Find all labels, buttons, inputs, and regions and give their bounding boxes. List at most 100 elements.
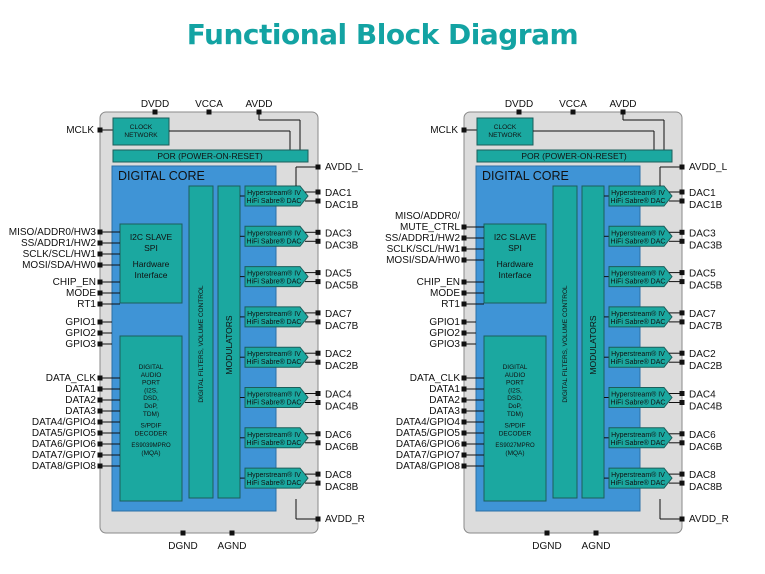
pin-marker xyxy=(679,189,685,195)
dac-label: Hyperstream® IV xyxy=(247,270,301,278)
audio-port-label: (I2S, xyxy=(508,387,522,394)
pin-label-left: DATA2 xyxy=(429,395,460,406)
pin-label-dac: DAC2 xyxy=(689,349,716,360)
pin-label-left: RT1 xyxy=(77,299,96,310)
pin-label-dac: DAC2 xyxy=(325,349,352,360)
pin-label-left: DATA2 xyxy=(65,395,96,406)
pin-label-left: MISO/ADDR0/HW3 xyxy=(9,227,97,238)
i2c-spi-label: Interface xyxy=(498,270,531,280)
dac-label: HiFi Sabre® DAC xyxy=(247,399,302,407)
dac-label: HiFi Sabre® DAC xyxy=(247,278,302,286)
pin-label-dac: DAC5B xyxy=(689,281,723,292)
pin-marker xyxy=(315,319,321,325)
modulators-block xyxy=(217,185,241,499)
pin-marker xyxy=(679,229,685,235)
pin-label-dac: DAC3B xyxy=(325,240,359,251)
pin-label-dac: DAC7B xyxy=(325,321,359,332)
pin-label-left: DATA6/GPIO6 xyxy=(32,439,97,450)
por-label: POR (POWER-ON-RESET) xyxy=(521,151,626,161)
dac-block xyxy=(608,225,673,247)
pin-marker xyxy=(516,109,522,115)
i2c-spi-label: Hardware xyxy=(497,259,534,269)
pin-label-left: DATA_CLK xyxy=(410,373,461,384)
pin-label-dac: DAC6B xyxy=(325,442,359,453)
pin-marker xyxy=(679,391,685,396)
dac-block xyxy=(244,467,309,489)
pin-label-left: MISO/ADDR0/ xyxy=(395,211,460,222)
pin-label-left: GPIO2 xyxy=(429,328,460,339)
pin-label-dac: DAC3B xyxy=(689,240,723,251)
audio-port-block xyxy=(483,335,547,502)
pin-label-dac: DAC7 xyxy=(325,309,352,320)
audio-port-label: DoP, xyxy=(508,403,522,410)
audio-port-label: ES9027MPRO xyxy=(495,443,535,449)
dac-block xyxy=(244,185,309,207)
dac-label: HiFi Sabre® DAC xyxy=(611,439,666,447)
pin-label-left: DATA3 xyxy=(429,406,460,417)
pin-label-left: DATA8/GPIO8 xyxy=(32,461,97,472)
pin-label-top: DVDD xyxy=(505,99,533,110)
pin-label-left: DATA5/GPIO5 xyxy=(396,428,461,439)
i2c-spi-label: I2C SLAVE xyxy=(130,232,173,242)
pin-label-left: SCLK/SCL/HW1 xyxy=(23,249,97,260)
pin-label-dac: DAC6 xyxy=(325,430,352,441)
dac-label: Hyperstream® IV xyxy=(611,229,665,237)
audio-port-label: (MQA) xyxy=(505,450,524,457)
pin-label-dac: DAC8B xyxy=(689,482,723,493)
dac-label: Hyperstream® IV xyxy=(247,431,301,439)
pin-marker xyxy=(679,400,685,405)
audio-port-label: ES9039MPRO xyxy=(131,443,171,449)
pin-label-dac: DAC8 xyxy=(325,470,352,481)
pin-marker xyxy=(593,530,599,536)
audio-port-label: DSD, xyxy=(143,395,159,402)
pin-marker xyxy=(315,270,321,276)
dac-label: HiFi Sabre® DAC xyxy=(247,237,302,245)
pin-marker xyxy=(315,238,321,244)
pin-label-dac: DAC3 xyxy=(689,228,716,239)
audio-port-label: (I2S, xyxy=(144,387,158,394)
pin-label-top: DVDD xyxy=(141,99,169,110)
pin-label-left: DATA4/GPIO4 xyxy=(32,417,97,428)
pin-label-left: RT1 xyxy=(441,299,460,310)
audio-port-label: DSD, xyxy=(507,395,523,402)
i2c-spi-block xyxy=(483,223,547,304)
i2c-spi-label: Interface xyxy=(134,270,167,280)
pin-label-dac: DAC6B xyxy=(689,442,723,453)
pin-label-left: MOSI/SDA/HW0 xyxy=(22,260,96,271)
pin-label-dac: DAC2B xyxy=(689,361,723,372)
dac-label: Hyperstream® IV xyxy=(611,189,665,197)
audio-port-label: S/PDIF xyxy=(141,423,162,430)
audio-port-label: (MQA) xyxy=(141,450,160,457)
pin-label-left: GPIO1 xyxy=(429,317,460,328)
por-label: POR (POWER-ON-RESET) xyxy=(157,151,262,161)
dac-label: Hyperstream® IV xyxy=(611,350,665,358)
pin-label-left: GPIO3 xyxy=(65,339,96,350)
pin-label-left: MODE xyxy=(66,288,96,299)
pin-label-left: SS/ADDR1/HW2 xyxy=(21,238,96,249)
dac-block xyxy=(608,346,673,368)
audio-port-label: DoP, xyxy=(144,403,158,410)
pin-label-bottom: AGND xyxy=(582,541,611,552)
pin-label-left: DATA1 xyxy=(429,384,460,395)
pin-label-left: DATA8/GPIO8 xyxy=(396,461,461,472)
dac-label: HiFi Sabre® DAC xyxy=(611,479,666,487)
pin-label-left: DATA4/GPIO4 xyxy=(396,417,461,428)
dac-label: Hyperstream® IV xyxy=(247,189,301,197)
audio-port-label: DECODER xyxy=(499,430,532,437)
pin-marker xyxy=(679,310,685,316)
dac-label: HiFi Sabre® DAC xyxy=(247,318,302,326)
pin-label-bottom: DGND xyxy=(532,541,561,552)
i2c-spi-label: Hardware xyxy=(133,259,170,269)
pin-marker xyxy=(544,530,550,536)
pin-label-dac: DAC4 xyxy=(325,390,352,401)
i2c-spi-label: SPI xyxy=(144,243,158,253)
pin-marker xyxy=(679,279,685,285)
audio-port-label: AUDIO xyxy=(141,372,162,379)
dac-label: HiFi Sabre® DAC xyxy=(611,318,666,326)
modulators-label: MODULATORS xyxy=(588,315,598,375)
dac-label: Hyperstream® IV xyxy=(247,471,301,479)
por-block xyxy=(476,149,673,163)
pin-label-top: VCCA xyxy=(195,99,223,110)
